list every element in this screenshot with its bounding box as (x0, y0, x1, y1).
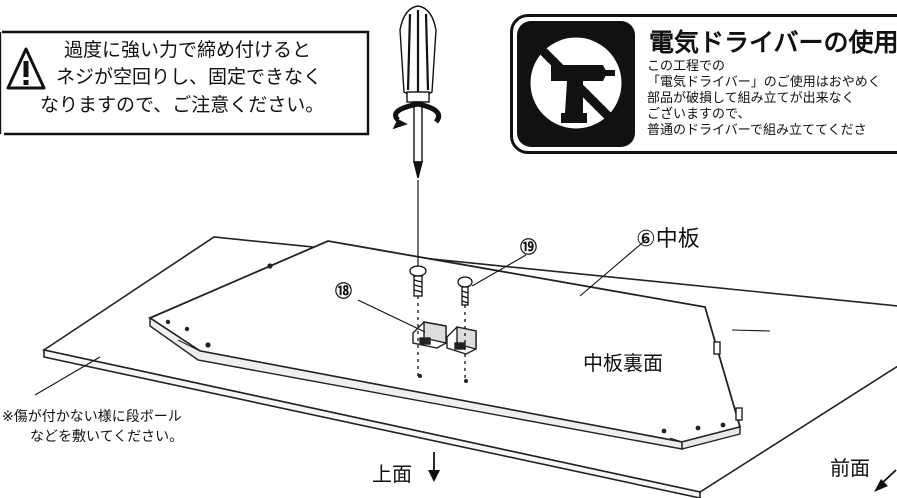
part-19-label: ⑲ (520, 238, 537, 258)
caution-line-3: なりますので、ご注意ください。 (40, 94, 325, 116)
screwdriver-illustration (392, 5, 442, 179)
warning-triangle-icon (6, 46, 46, 92)
screw-19 (457, 276, 473, 381)
notice-line-5: 普通のドライバーで組み立ててくださ (647, 123, 867, 138)
caution-line-2: ネジが空回りし、固定できなく (56, 66, 323, 88)
power-drill-notice-box: 電気ドライバーの使用 この工程での 「電気ドライバー」のご使用はおやめく 部品が… (510, 14, 897, 154)
cardboard-note-line-2: などを敷いてください。 (30, 429, 184, 445)
part-18-label: ⑱ (335, 282, 352, 302)
notice-line-4: ございますので、 (647, 107, 751, 122)
notice-line-2: 「電気ドライバー」のご使用はおやめく (647, 75, 881, 90)
front-arrow-icon (874, 469, 897, 492)
caution-line-1: 過度に強い力で締め付けると (64, 39, 312, 61)
notice-line-1: この工程での (647, 59, 726, 74)
screw-18 (409, 265, 427, 376)
caution-box-frame (0, 30, 370, 136)
cardboard-note-line-1: ※傷が付かない様に段ボール (2, 409, 182, 425)
front-side-label: 前面 (830, 456, 870, 480)
board-back-side-label: 中板裏面 (583, 351, 663, 375)
notice-title: 電気ドライバーの使用 (649, 28, 897, 57)
no-power-drill-icon (525, 32, 627, 134)
bracket-fittings (412, 321, 477, 355)
top-side-label: 上面 (372, 462, 412, 486)
leader-lines (34, 237, 771, 396)
notice-icon-panel (517, 21, 635, 147)
middle-board-label: ⑥中板 (636, 227, 700, 252)
down-arrow-icon (428, 452, 440, 482)
notice-line-3: 部品が破損して組み立てが出来なく (647, 91, 855, 106)
